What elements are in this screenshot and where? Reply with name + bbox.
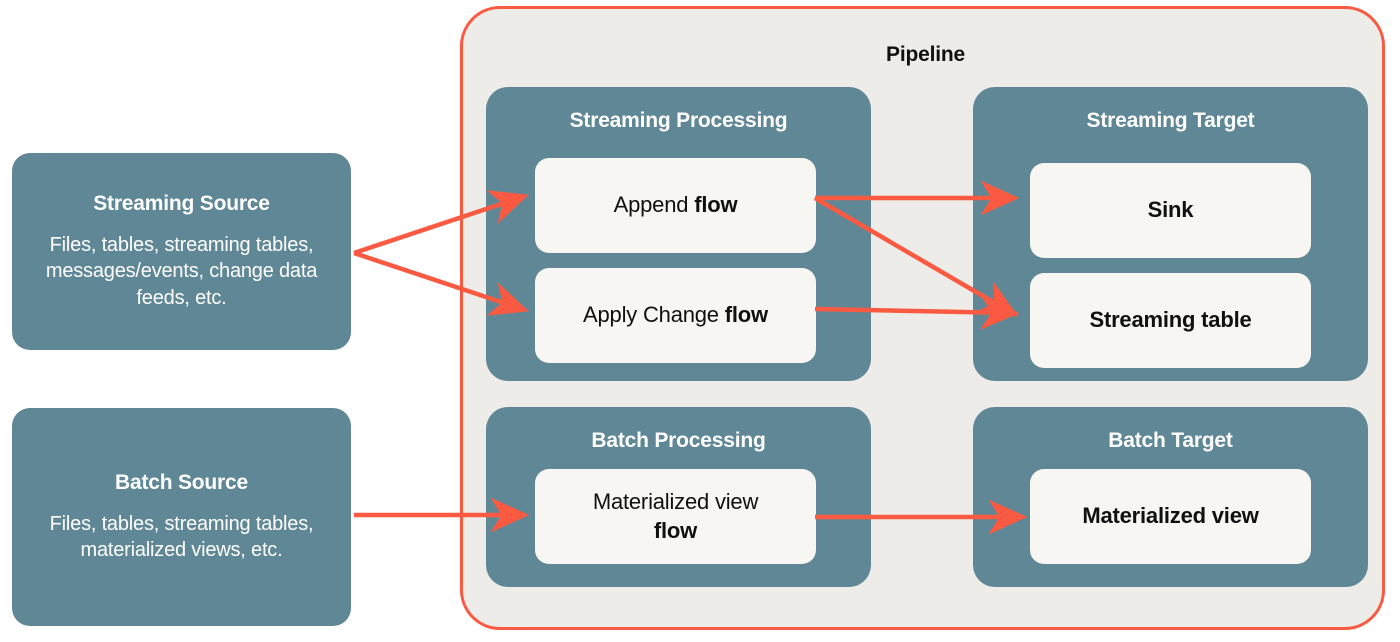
card-apply-change-flow-text: Apply Change flow xyxy=(583,302,768,328)
pipeline-title: Pipeline xyxy=(886,43,965,66)
streaming-source-box: Streaming Source Files, tables, streamin… xyxy=(12,153,351,350)
card-sink-text: Sink xyxy=(1147,197,1194,223)
pipeline-container: Pipeline Streaming Processing Append flo… xyxy=(460,6,1385,630)
group-batch-processing-title: Batch Processing xyxy=(591,429,766,452)
streaming-source-description: Files, tables, streaming tables, message… xyxy=(45,233,318,309)
card-materialized-view: Materialized view xyxy=(1030,469,1311,564)
card-append-flow-text: Append flow xyxy=(613,192,738,218)
card-sink: Sink xyxy=(1030,163,1311,258)
card-apply-change-flow: Apply Change flow xyxy=(535,268,816,363)
streaming-source-title: Streaming Source xyxy=(93,191,270,215)
card-streaming-table-text: Streaming table xyxy=(1089,307,1252,333)
card-streaming-table: Streaming table xyxy=(1030,273,1311,368)
card-materialized-view-text: Materialized view xyxy=(1082,503,1259,529)
group-streaming-target-title: Streaming Target xyxy=(1086,109,1255,132)
group-batch-target-title: Batch Target xyxy=(1108,429,1233,452)
batch-source-box: Batch Source Files, tables, streaming ta… xyxy=(12,408,351,626)
group-streaming-processing-title: Streaming Processing xyxy=(569,109,788,132)
card-append-flow: Append flow xyxy=(535,158,816,253)
batch-source-description: Files, tables, streaming tables, materia… xyxy=(49,512,314,561)
group-streaming-processing: Streaming Processing Append flow Apply C… xyxy=(486,87,871,381)
group-batch-target: Batch Target Materialized view xyxy=(973,407,1368,587)
group-streaming-target: Streaming Target Sink Streaming table xyxy=(973,87,1368,381)
batch-source-title: Batch Source xyxy=(115,470,248,494)
